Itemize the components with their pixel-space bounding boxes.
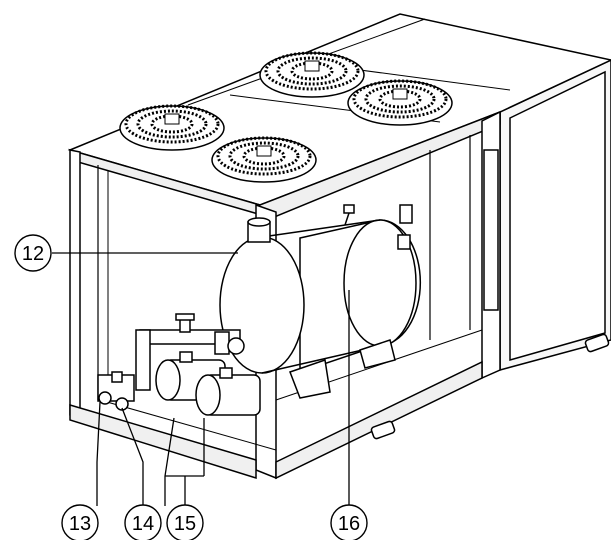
svg-text:16: 16 bbox=[338, 513, 360, 535]
callout-12: 12 bbox=[14, 234, 52, 272]
leader-lines bbox=[52, 252, 350, 506]
water-connections bbox=[97, 371, 135, 411]
fan-icon bbox=[119, 104, 225, 151]
callout-15: 15 bbox=[166, 504, 204, 542]
fan-icon bbox=[259, 51, 365, 98]
svg-text:12: 12 bbox=[22, 243, 44, 265]
fan-icon bbox=[347, 79, 453, 126]
svg-text:13: 13 bbox=[69, 513, 91, 535]
svg-text:15: 15 bbox=[174, 513, 196, 535]
callout-13: 13 bbox=[61, 504, 99, 542]
valve-icon bbox=[135, 149, 499, 391]
callout-14: 14 bbox=[124, 504, 162, 542]
fan-icon bbox=[211, 136, 317, 183]
pump-icon bbox=[155, 351, 261, 416]
side-panel bbox=[499, 59, 611, 371]
callout-16: 16 bbox=[330, 504, 368, 542]
svg-text:14: 14 bbox=[132, 513, 154, 535]
tank-icon bbox=[219, 204, 422, 399]
lifting-foot-icon bbox=[370, 333, 610, 440]
